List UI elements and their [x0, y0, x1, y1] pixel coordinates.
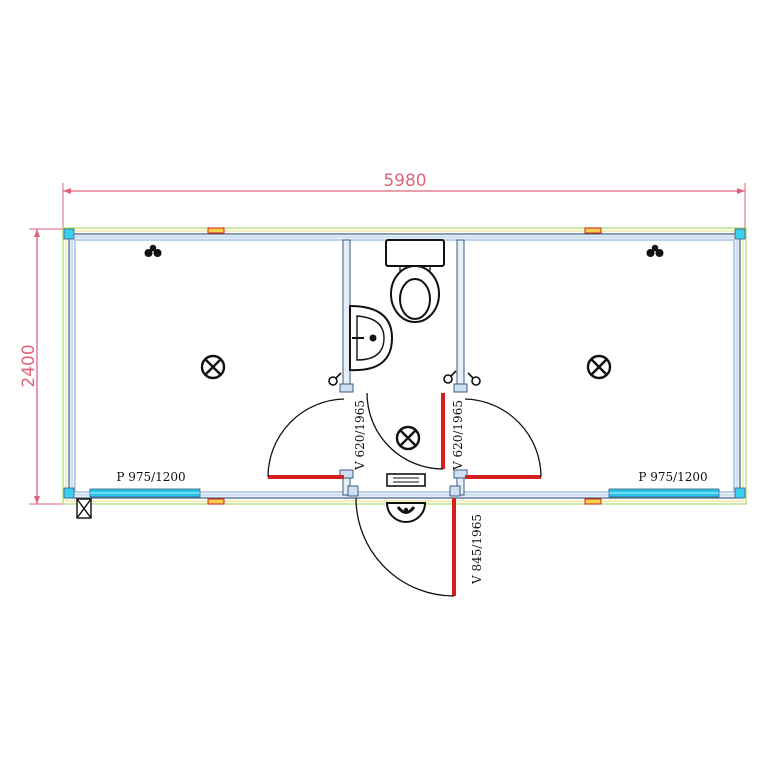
floor-drain-icon — [385, 502, 427, 523]
door-left: V 620/1965 — [267, 398, 367, 479]
corner-posts — [63, 228, 746, 499]
door-right: V 620/1965 — [451, 398, 542, 479]
vent-markers — [207, 227, 602, 505]
dimension-height: 2400 — [19, 228, 64, 505]
window-left-label: P 975/1200 — [116, 470, 185, 484]
switch-icon — [328, 370, 481, 386]
sink-icon — [349, 304, 394, 372]
width-dimension-label: 5980 — [383, 171, 426, 191]
door-entry: V 845/1965 — [355, 497, 484, 597]
window-right-label: P 975/1200 — [638, 470, 707, 484]
door-entry-label: V 845/1965 — [470, 514, 484, 585]
heater-icon — [386, 473, 426, 487]
door-left-label: V 620/1965 — [353, 400, 367, 471]
toilet-icon — [385, 239, 445, 323]
window-left: P 975/1200 — [89, 470, 201, 498]
door-right-label: V 620/1965 — [451, 400, 465, 471]
light-fixture-icon — [200, 354, 612, 451]
electric-panel-icon — [76, 498, 92, 519]
socket-icon — [144, 244, 664, 257]
height-dimension-label: 2400 — [19, 344, 39, 387]
door-jambs — [339, 383, 468, 497]
window-right: P 975/1200 — [608, 470, 720, 498]
door-wc — [366, 392, 445, 470]
dimension-width: 5980 — [62, 171, 746, 235]
